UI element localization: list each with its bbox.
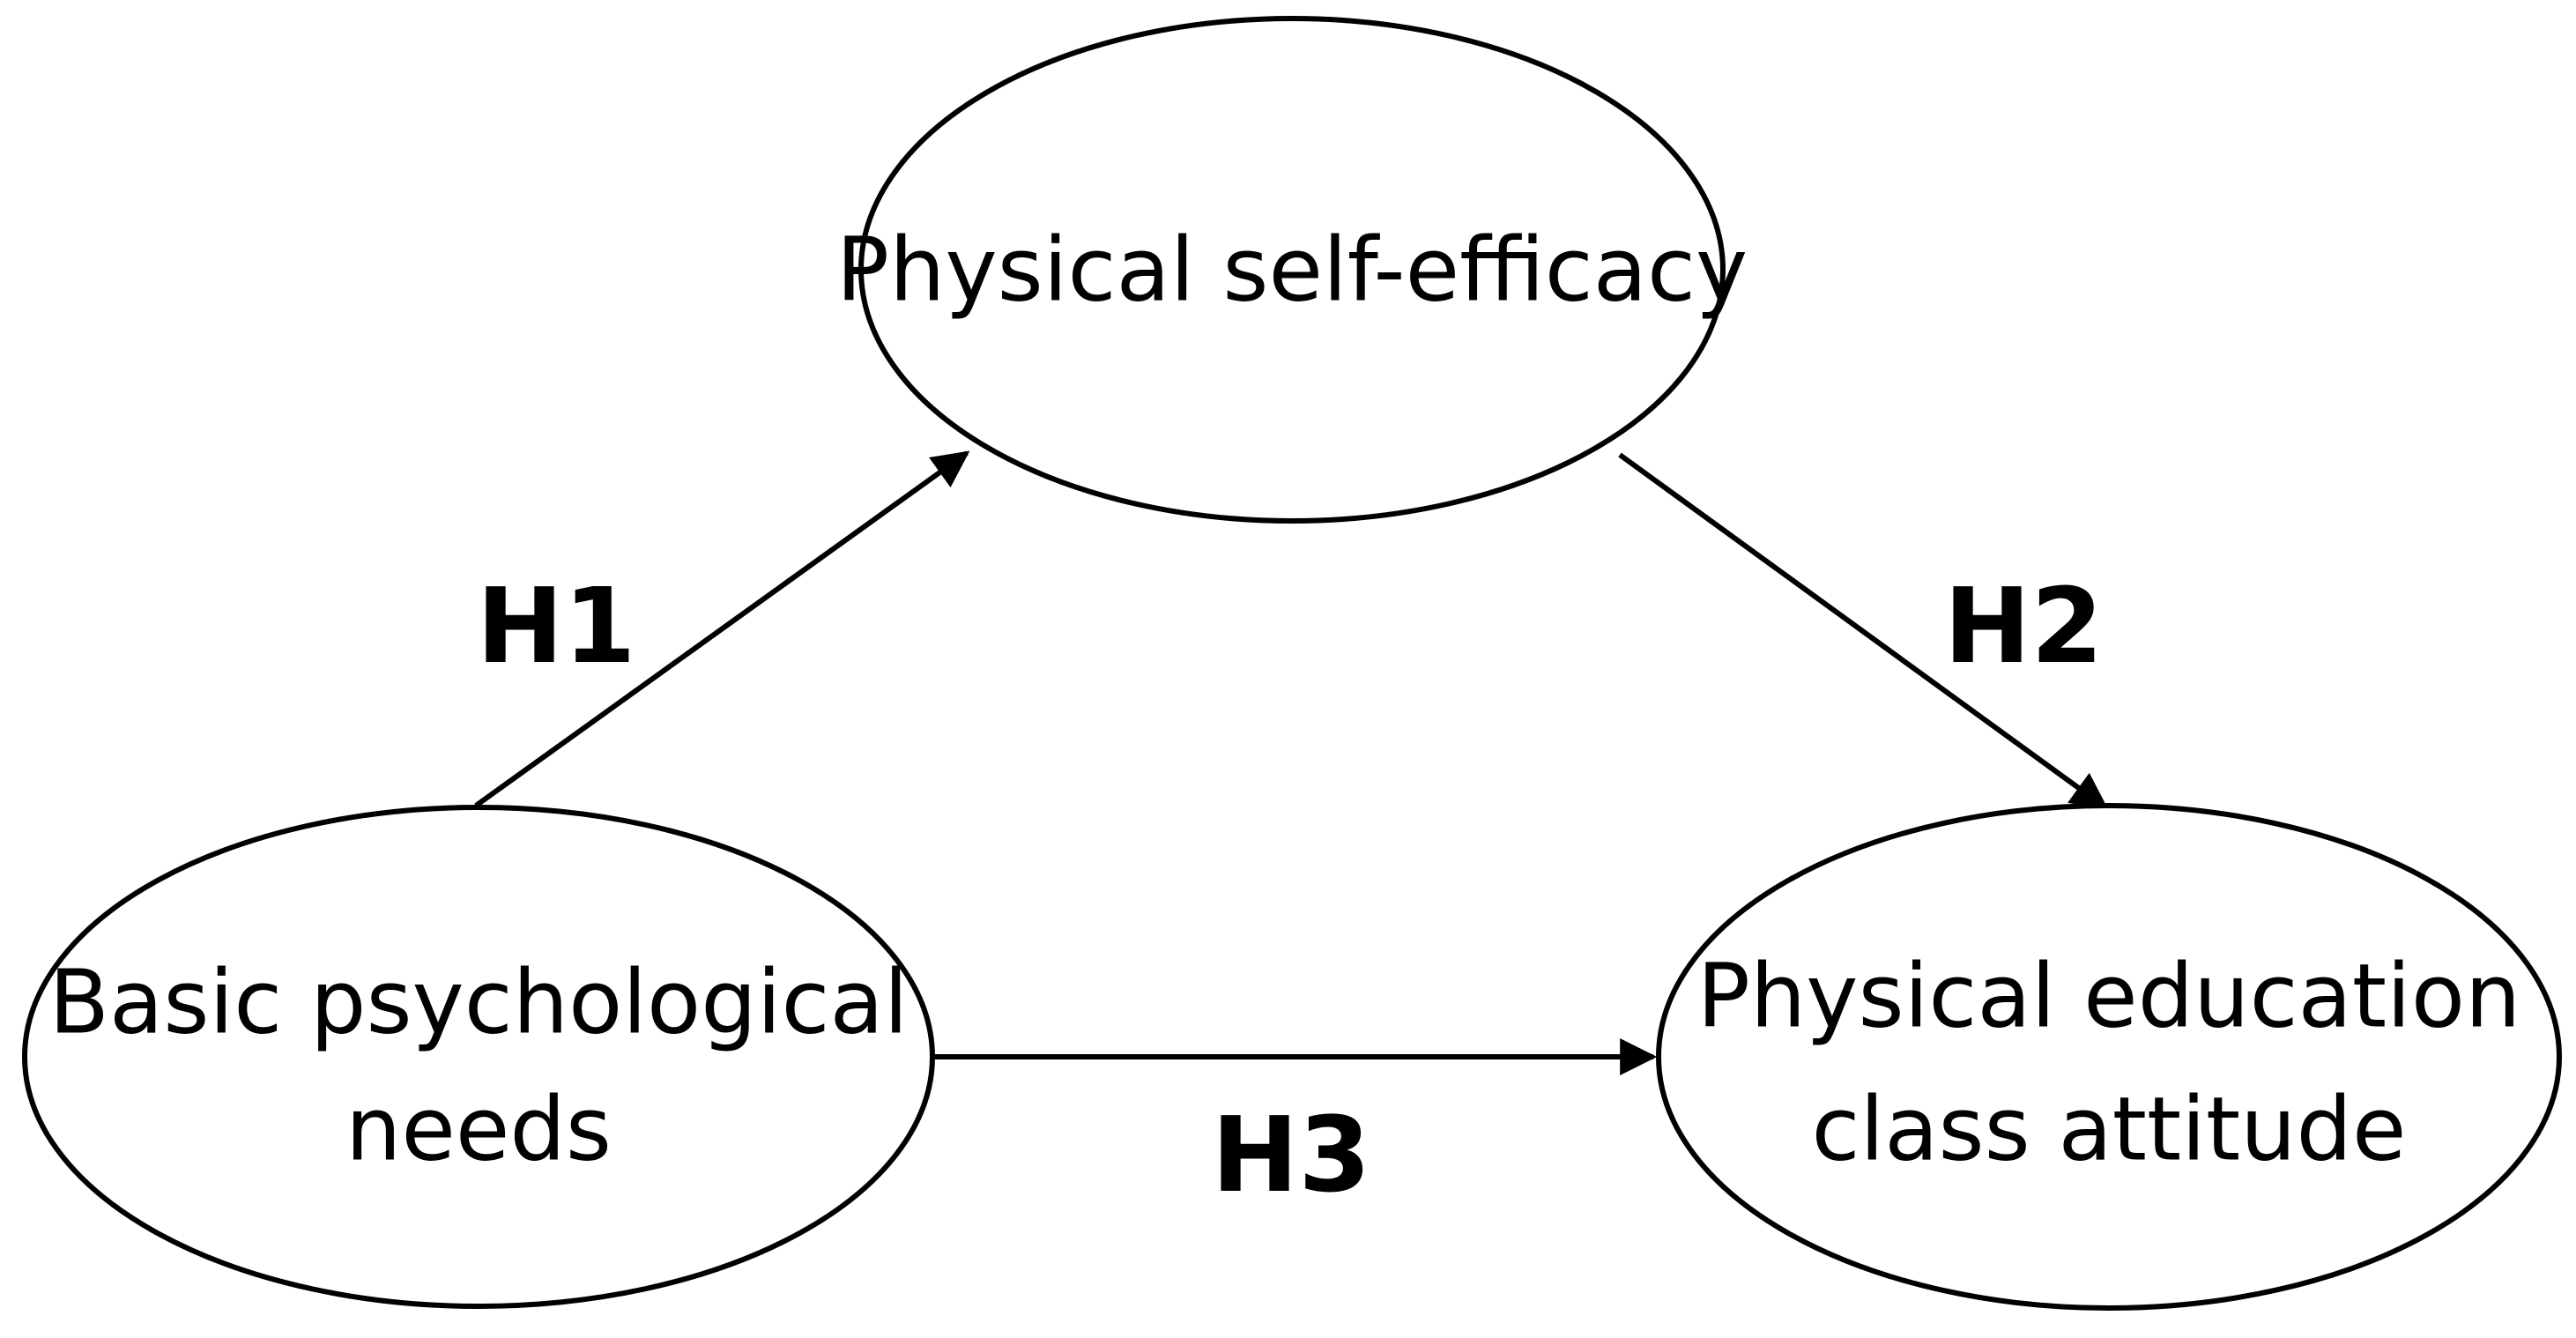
- edge-h2: H2: [1618, 452, 2109, 810]
- node-label-attitude-line-2: class attitude: [1811, 1078, 2406, 1181]
- node-label-attitude-line-1: Physical education: [1697, 945, 2521, 1048]
- node-shape-self-efficacy: [858, 16, 1726, 524]
- node-shape-attitude: [1656, 803, 2562, 1311]
- edge-label-h2: H2: [1944, 565, 2104, 687]
- arrow-h1: [474, 450, 970, 808]
- node-label-needs-line-1: Basic psychological: [48, 951, 908, 1054]
- node-label-self-efficacy: Physical self-efficacy: [836, 219, 1748, 322]
- edge-label-h3: H3: [1212, 1094, 1371, 1215]
- node-shape-needs: [22, 805, 935, 1309]
- edge-h1: H1: [474, 450, 970, 808]
- node-physical-self-efficacy: Physical self-efficacy: [836, 16, 1748, 524]
- node-label-needs-line-2: needs: [345, 1078, 612, 1181]
- node-basic-psychological-needs: Basic psychological needs: [22, 805, 935, 1309]
- edge-h3: H3: [930, 1038, 1658, 1215]
- edge-label-h1: H1: [477, 565, 636, 687]
- arrow-h2: [1618, 452, 2109, 810]
- node-physical-education-class-attitude: Physical education class attitude: [1656, 803, 2562, 1311]
